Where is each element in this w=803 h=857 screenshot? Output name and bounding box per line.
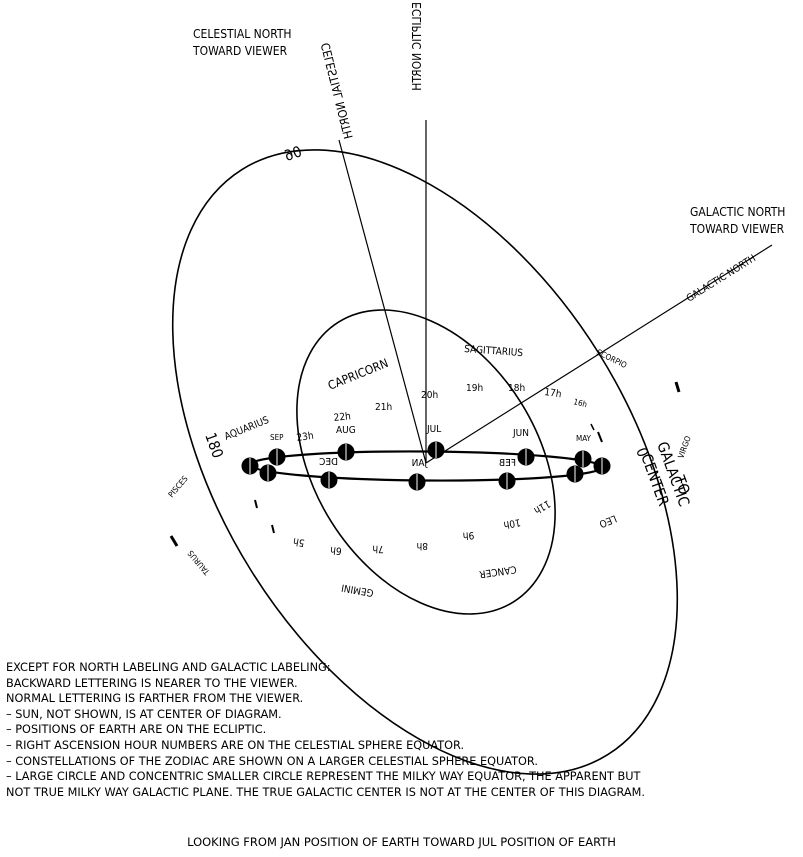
capricorn-label: CAPRICORN — [326, 356, 390, 393]
month-dec: DEC — [319, 457, 338, 468]
hour-20h: 20h — [421, 390, 438, 401]
hours-near: 5h 6h 7h 8h 9h 10h 11h — [292, 497, 552, 556]
hour-16h: 16h — [573, 397, 588, 409]
note-line: – POSITIONS OF EARTH ARE ON THE ECLIPTIC… — [6, 723, 267, 737]
hour-17h: 17h — [544, 387, 563, 400]
decorative-mark — [597, 431, 603, 443]
ecliptic-north-label: ECLIPTIC NORTH — [410, 2, 424, 91]
decorative-mark — [674, 381, 681, 393]
note-line: BACKWARD LETTERING IS NEARER TO THE VIEW… — [6, 676, 298, 690]
large-milky-way-circle — [171, 149, 679, 775]
virgo-label: VIRGO — [676, 434, 693, 459]
decorative-mark — [271, 524, 275, 534]
hour-18h: 18h — [508, 383, 525, 394]
taurus-label: TAURUS — [186, 548, 212, 577]
celestial-north-label: CELESTIAL NORTH — [318, 41, 355, 140]
decorative-mark — [254, 499, 258, 509]
hour-8h: 8h — [417, 540, 428, 551]
degree-90-label: 90 — [282, 141, 304, 164]
month-jun: JUN — [512, 428, 529, 439]
diagram-caption: LOOKING FROM JAN POSITION OF EARTH TOWAR… — [187, 835, 616, 849]
celestial-north-viewer-line1: CELESTIAL NORTH — [193, 27, 292, 41]
hours-far: 23h 22h 21h 20h 19h 18h 17h 16h — [296, 383, 588, 444]
hour-19h: 19h — [466, 383, 483, 394]
month-may: MAY — [576, 434, 592, 443]
sagittarius-label: SAGITTARIUS — [464, 344, 524, 359]
note-line: – CONSTELLATIONS OF THE ZODIAC ARE SHOWN… — [6, 754, 538, 768]
scorpio-label: SCORPIO — [595, 348, 628, 370]
pisces-label: PISCES — [167, 474, 190, 499]
decorative-mark — [590, 423, 595, 431]
hour-6h: 6h — [330, 544, 343, 556]
hour-11h: 11h — [532, 497, 552, 515]
note-line: – SUN, NOT SHOWN, IS AT CENTER OF DIAGRA… — [6, 707, 282, 721]
hour-22h: 22h — [333, 411, 351, 424]
note-line: NOT TRUE MILKY WAY GALACTIC PLANE. THE T… — [6, 785, 645, 799]
hour-23h: 23h — [296, 431, 315, 444]
note-line: – RIGHT ASCENSION HOUR NUMBERS ARE ON TH… — [6, 738, 465, 752]
leo-label: LEO — [597, 512, 618, 529]
cancer-label: CANCER — [479, 563, 518, 579]
hour-21h: 21h — [375, 402, 392, 413]
earth-highlights — [249, 442, 603, 490]
month-feb: FEB — [499, 458, 516, 469]
note-line: NORMAL LETTERING IS FARTHER FROM THE VIE… — [6, 692, 304, 706]
notes-block: EXCEPT FOR NORTH LABELING AND GALACTIC L… — [6, 660, 796, 800]
galactic-north-viewer-line1: GALACTIC NORTH — [690, 205, 785, 219]
month-sep: SEP — [270, 433, 284, 442]
celestial-north-line — [338, 139, 427, 464]
galactic-north-line — [425, 244, 773, 464]
celestial-north-viewer-line2: TOWARD VIEWER — [192, 44, 288, 58]
hour-5h: 5h — [292, 535, 305, 548]
hour-10h: 10h — [503, 516, 522, 530]
hour-9h: 9h — [462, 529, 474, 541]
galactic-north-label: GALACTIC NORTH — [685, 253, 758, 304]
month-jan: JAN — [412, 458, 428, 469]
decorative-mark — [169, 535, 179, 547]
month-jul: JUL — [426, 424, 441, 435]
galactic-center-line1: TO — [670, 472, 694, 497]
galactic-north-viewer-line2: TOWARD VIEWER — [689, 222, 785, 236]
note-line: – LARGE CIRCLE AND CONCENTRIC SMALLER CI… — [6, 770, 641, 784]
month-aug: AUG — [336, 425, 356, 436]
hour-7h: 7h — [372, 543, 384, 554]
note-line: EXCEPT FOR NORTH LABELING AND GALACTIC L… — [6, 661, 331, 674]
aquarius-label: AQUARIUS — [223, 415, 271, 443]
gemini-label: GEMINI — [341, 581, 375, 597]
